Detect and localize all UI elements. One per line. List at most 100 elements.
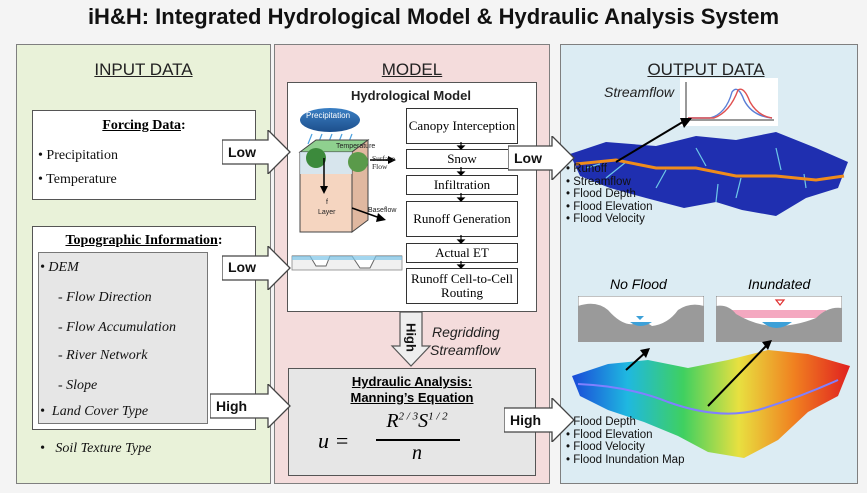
soil-texture-text: Soil Texture Type: [55, 441, 152, 456]
baseflow-arrowhead: [376, 213, 386, 222]
output-item-text: Runoff: [573, 163, 607, 175]
hydrograph-line-blue: [688, 88, 773, 119]
terrain-gray: [716, 305, 842, 342]
soil-texture-type: • Soil Texture Type: [40, 441, 152, 456]
layer-label: Layer: [318, 209, 336, 216]
hydrograph-chart: [680, 78, 778, 126]
step-actual-et: Actual ET: [406, 243, 518, 263]
flood-channel: [577, 379, 839, 415]
topo-item-land-cover: • Land Cover Type: [40, 404, 149, 419]
forcing-title-text: Forcing Data: [102, 118, 181, 133]
basin-shape: [570, 132, 848, 216]
output-item: • Flood Elevation: [566, 428, 653, 441]
hydraulic-analysis-box: [288, 368, 536, 476]
eq-s: S: [418, 410, 429, 432]
layer-f-label: f: [326, 199, 328, 206]
temp-label: Temperature: [336, 143, 375, 150]
forcing-data-box: [32, 110, 256, 200]
equation-denominator: n: [412, 442, 422, 464]
input-header: INPUT DATA: [94, 60, 193, 79]
high-vertical-label: High: [403, 323, 419, 352]
topo-item-slope: - Slope: [58, 378, 98, 393]
map-pointer-arrow: [615, 119, 687, 163]
output-item-text: Flood Velocity: [573, 441, 645, 453]
main-river: [575, 158, 845, 182]
output-item-text: Streamflow: [573, 175, 631, 188]
forcing-data-title: Forcing Data:: [32, 118, 256, 134]
water-level-marker: [636, 316, 644, 320]
step-infiltration: Infiltration: [406, 175, 518, 195]
water-level-marker: [774, 299, 786, 306]
forcing-item-precipitation: • Precipitation: [38, 148, 118, 163]
eq-r-exp: 2 / 3: [398, 410, 419, 423]
output-item-text: Flood Velocity: [573, 213, 645, 225]
output-item-text: Flood Inundation Map: [573, 453, 685, 466]
map-pointer-arrow: [625, 351, 647, 371]
map-pointer-arrowhead: [762, 340, 772, 350]
step-runoff-generation: Runoff Generation: [406, 201, 518, 237]
output-item-text: Flood Elevation: [573, 200, 653, 213]
flood-elevation-map: [572, 340, 850, 458]
forcing-item-temperature: • Temperature: [38, 172, 117, 187]
step-snow: Snow: [406, 149, 518, 169]
output-list-1: • Runoff • Streamflow • Flood Depth • Fl…: [566, 163, 653, 226]
river-water: [762, 322, 792, 328]
topo-item-flow-direction: - Flow Direction: [58, 290, 152, 305]
no-flood-cross-section: [578, 296, 704, 342]
step-runoff-routing: Runoff Cell-to-Cell Routing: [406, 268, 518, 304]
terrain-water: [292, 256, 402, 260]
topographic-info-title: Topographic Information:: [32, 233, 256, 249]
cloud-icon: [300, 108, 360, 132]
arrow-hydraulic-to-output: [504, 398, 575, 442]
topo-title-colon: :: [217, 233, 223, 248]
forcing-title-colon: :: [181, 118, 186, 133]
high-label-2: High: [510, 412, 542, 428]
arrow-topo-to-model: [222, 246, 291, 290]
topo-gray-list: [38, 252, 208, 424]
output-item-text: Flood Elevation: [573, 428, 653, 441]
surface-flow-arrowhead: [388, 156, 396, 164]
output-item: • Flood Depth: [566, 188, 636, 200]
output-item-text: Flood Depth: [573, 416, 636, 428]
precip-label: Precipitation: [306, 111, 350, 120]
output-item: • Flood Depth: [566, 416, 684, 429]
page-title: iH&H: Integrated Hydrological Model & Hy…: [87, 4, 780, 29]
forcing-item-text: Precipitation: [46, 148, 118, 163]
hydrograph-line-red: [688, 88, 773, 119]
baseflow-arrow: [351, 207, 381, 219]
topo-item-text: DEM: [48, 260, 79, 275]
step-connectors: [456, 142, 466, 269]
no-flood-label: No Flood: [610, 276, 667, 292]
tree-icon: [306, 148, 326, 168]
arrow-model-to-output: [508, 136, 575, 180]
forcing-item-text: Temperature: [46, 172, 117, 187]
low-label-1: Low: [228, 144, 256, 160]
high-label-1: High: [216, 398, 248, 414]
low-label-2: Low: [228, 259, 256, 275]
river-water: [630, 322, 652, 326]
output-item: • Streamflow: [566, 175, 631, 188]
output-item-text: Flood Depth: [573, 188, 636, 200]
topo-item-dem: • DEM: [40, 260, 79, 275]
topo-item-river-network: - River Network: [58, 348, 148, 363]
model-header: MODEL: [381, 60, 443, 79]
hydrological-model-title: Hydrological Model: [351, 88, 471, 103]
output-item: • Flood Elevation: [566, 200, 653, 213]
baseflow-label: Baseflow: [368, 207, 397, 214]
soil-column-illustration: Precipitation Temperature f Layer Basefl…: [291, 108, 403, 271]
arrow-topo-to-hydraulic: [210, 384, 291, 428]
output-header: OUTPUT DATA: [647, 60, 765, 79]
output-item: • Flood Velocity: [566, 213, 645, 225]
tree-icon: [348, 152, 368, 172]
topo-title-text: Topographic Information: [65, 233, 218, 248]
regridding-label: Regridding: [432, 324, 500, 340]
step-canopy-interception: Canopy Interception: [406, 108, 518, 144]
map-pointer-arrowhead: [680, 118, 692, 128]
low-label-3: Low: [514, 150, 542, 166]
equation-fraction-bar: [376, 439, 460, 441]
equation-lhs: u =: [318, 428, 350, 453]
streamflow-regrid-label: Streamflow: [430, 342, 501, 358]
equation-numerator: R2 / 3S1 / 2: [372, 410, 462, 433]
output-list-2: • Flood Depth • Flood Elevation • Flood …: [566, 416, 684, 466]
